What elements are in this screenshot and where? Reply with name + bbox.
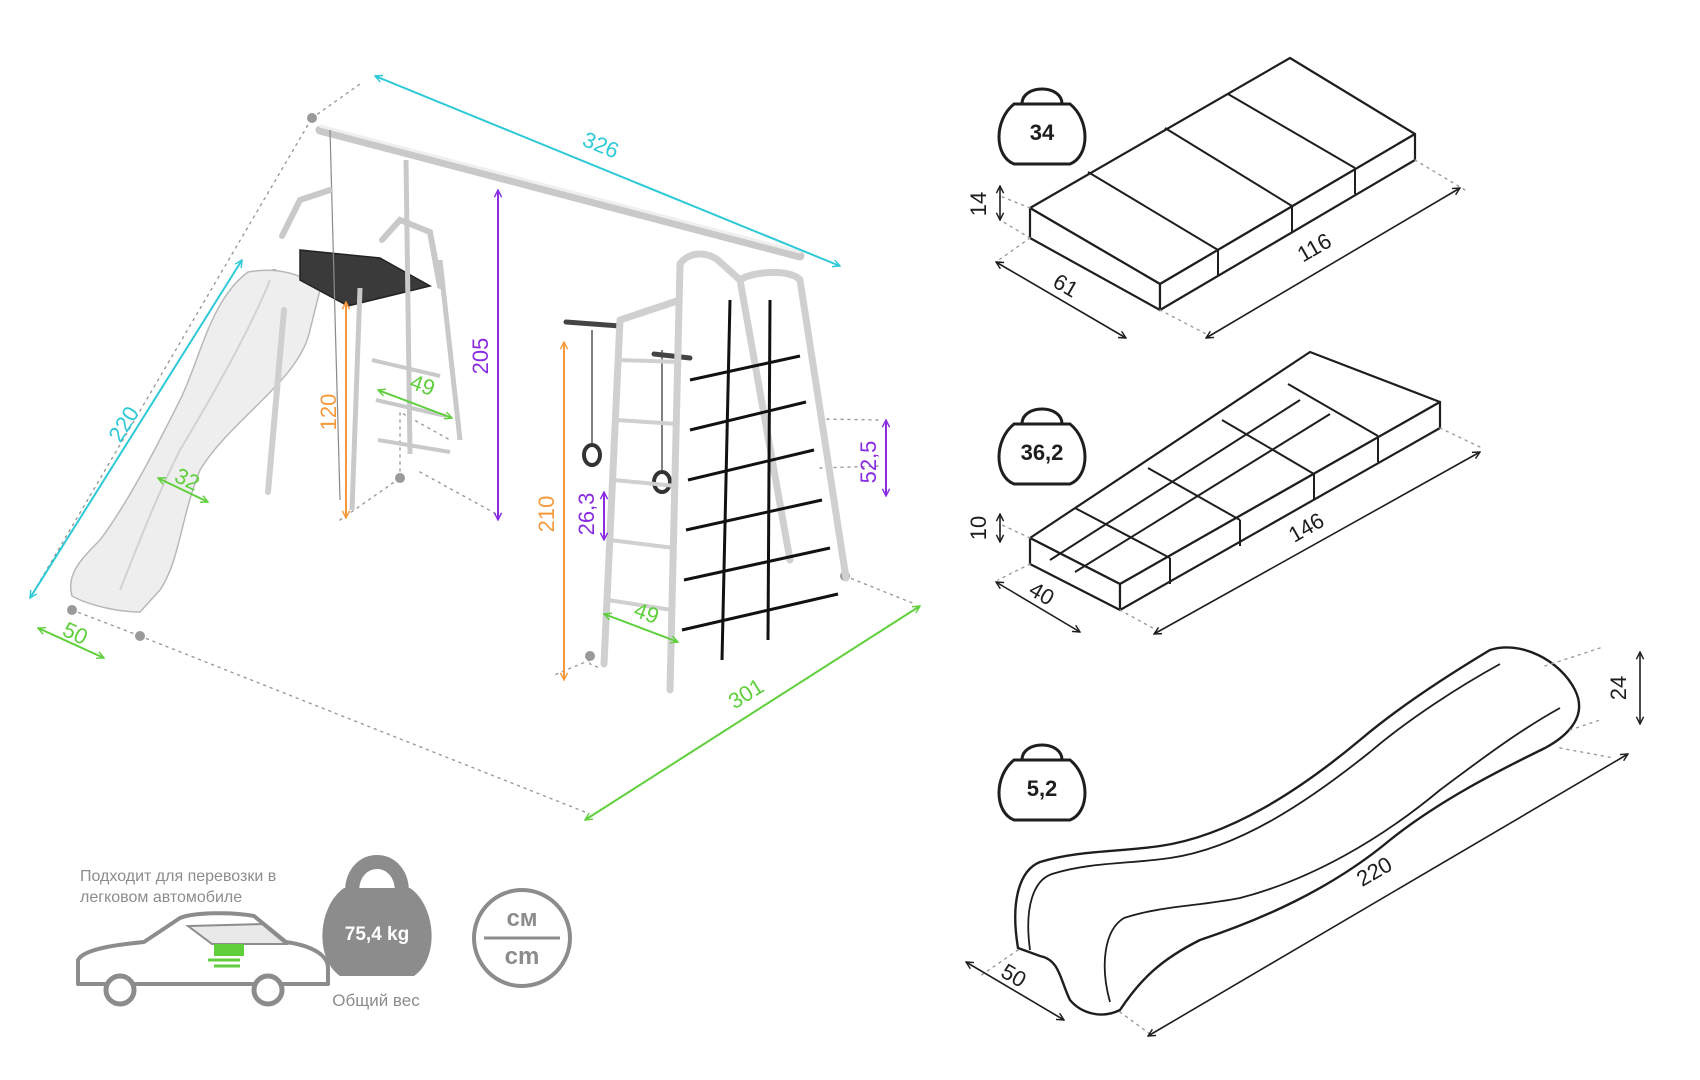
kettlebell-icon: 36,2: [997, 407, 1087, 486]
dim-beam-height: 205: [468, 338, 493, 375]
unit-top: см: [506, 905, 537, 932]
kettlebell-icon: 34: [997, 87, 1087, 166]
package-1-width: 61: [1049, 269, 1083, 303]
car-icon: [76, 911, 330, 1007]
dim-side-height: 52,5: [856, 441, 881, 484]
package-1-height: 14: [966, 192, 991, 216]
package-1-weight: 34: [1030, 120, 1055, 145]
package-2-weight: 36,2: [1021, 440, 1064, 465]
total-weight-label: Общий вес: [332, 991, 420, 1010]
dim-top-beam: 326: [579, 127, 622, 164]
dim-slide-width-bottom: 50: [59, 617, 92, 650]
dim-slide-length: 220: [103, 402, 144, 446]
car-transport-caption: Подходит для перевозки в легковом автомо…: [80, 868, 277, 906]
package-2: 36,2 10 40 146: [966, 350, 1483, 634]
package-1-length: 116: [1293, 228, 1336, 267]
dim-ladder-width: 49: [631, 597, 663, 629]
kettlebell-icon: 75,4 kg: [322, 855, 432, 976]
package-3-height: 24: [1606, 676, 1631, 700]
kettlebell-icon: 5,2: [997, 743, 1087, 822]
package-1: 34 14 61 116: [966, 56, 1466, 338]
dim-net-height: 210: [534, 496, 559, 533]
package-3-weight: 5,2: [1027, 776, 1058, 801]
package-3-width: 50: [997, 959, 1031, 993]
total-weight-value: 75,4 kg: [345, 924, 409, 945]
playset-illustration: [29, 83, 916, 813]
package-2-width: 40: [1025, 577, 1059, 611]
units-icon: см cm: [472, 888, 572, 988]
dim-ring-height: 26,3: [574, 493, 599, 536]
dim-platform-height: 120: [316, 394, 341, 431]
unit-bottom: cm: [505, 943, 540, 970]
package-3: 5,2 24 50 220: [966, 646, 1640, 1036]
package-2-height: 10: [966, 516, 991, 540]
